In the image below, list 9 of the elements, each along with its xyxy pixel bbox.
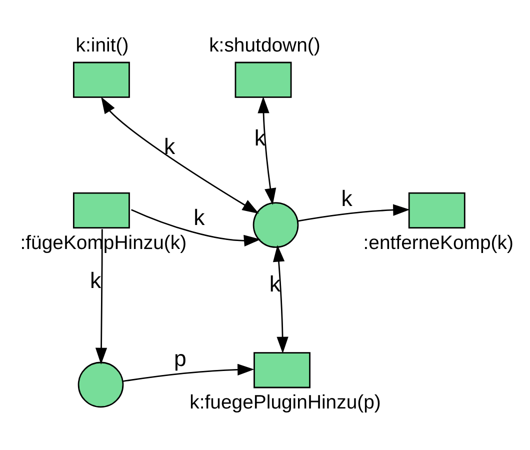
node-label: k:shutdown() [209,34,320,57]
edge-label: k [90,268,102,294]
edge-label: k [164,134,176,160]
edge-label: k [194,204,205,230]
node-label: :entferneKomp(k) [363,232,514,254]
edge-label: k [341,186,352,211]
edge-label: p [174,346,186,371]
node-label: k:init() [76,34,129,57]
node-label: k:fuegePluginHinzu(p) [190,392,381,414]
